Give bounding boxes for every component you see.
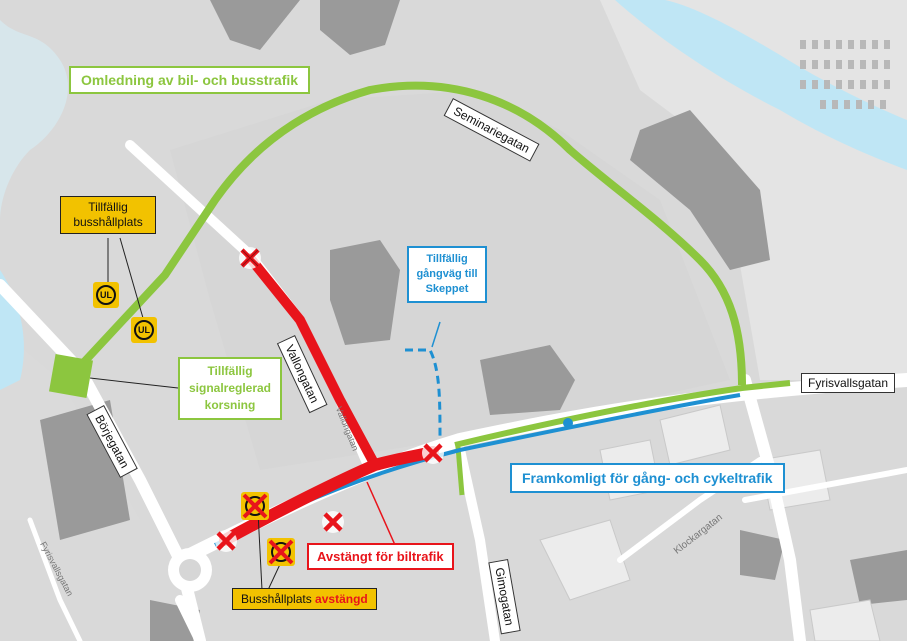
detour-route-east bbox=[454, 380, 791, 448]
closure-x-1 bbox=[239, 247, 261, 269]
detour-label: Omledning av bil- och busstrafik bbox=[69, 66, 311, 94]
signal-junction bbox=[48, 353, 94, 399]
closed-bus-stop-label: Busshållplats avstängd bbox=[232, 588, 377, 610]
ul-logo: UL bbox=[134, 320, 154, 340]
closure-x-3 bbox=[215, 530, 237, 552]
street-label-fyrisvallsgatan: Fyrisvallsgatan bbox=[801, 373, 896, 393]
temp-footpath-line bbox=[405, 348, 442, 441]
closed-bus-stop-2 bbox=[267, 538, 295, 566]
detour-route bbox=[69, 81, 746, 386]
closure-x-2 bbox=[422, 442, 444, 464]
temp-signal-label: Tillfällig signalreglerad korsning bbox=[178, 357, 282, 420]
ul-logo: UL bbox=[96, 285, 116, 305]
closed-bus-stop-accent: avstängd bbox=[315, 592, 368, 606]
closure-x-4 bbox=[322, 511, 344, 533]
bus-stop-icon[interactable]: UL bbox=[93, 282, 119, 308]
temp-footpath-label: Tillfällig gångväg till Skeppet bbox=[407, 246, 487, 303]
temp-bus-stop-label: Tillfällig busshållplats bbox=[60, 196, 156, 234]
closure-markers bbox=[215, 247, 444, 552]
closed-bus-stop-1 bbox=[241, 492, 269, 520]
closed-bus-stop-prefix: Busshållplats bbox=[241, 592, 316, 606]
passable-label: Framkomligt för gång- och cykeltrafik bbox=[510, 463, 785, 493]
closed-traffic-label: Avstängt för biltrafik bbox=[307, 543, 454, 570]
closed-vallongatan bbox=[245, 253, 380, 470]
bus-stop-icon[interactable]: UL bbox=[131, 317, 157, 343]
